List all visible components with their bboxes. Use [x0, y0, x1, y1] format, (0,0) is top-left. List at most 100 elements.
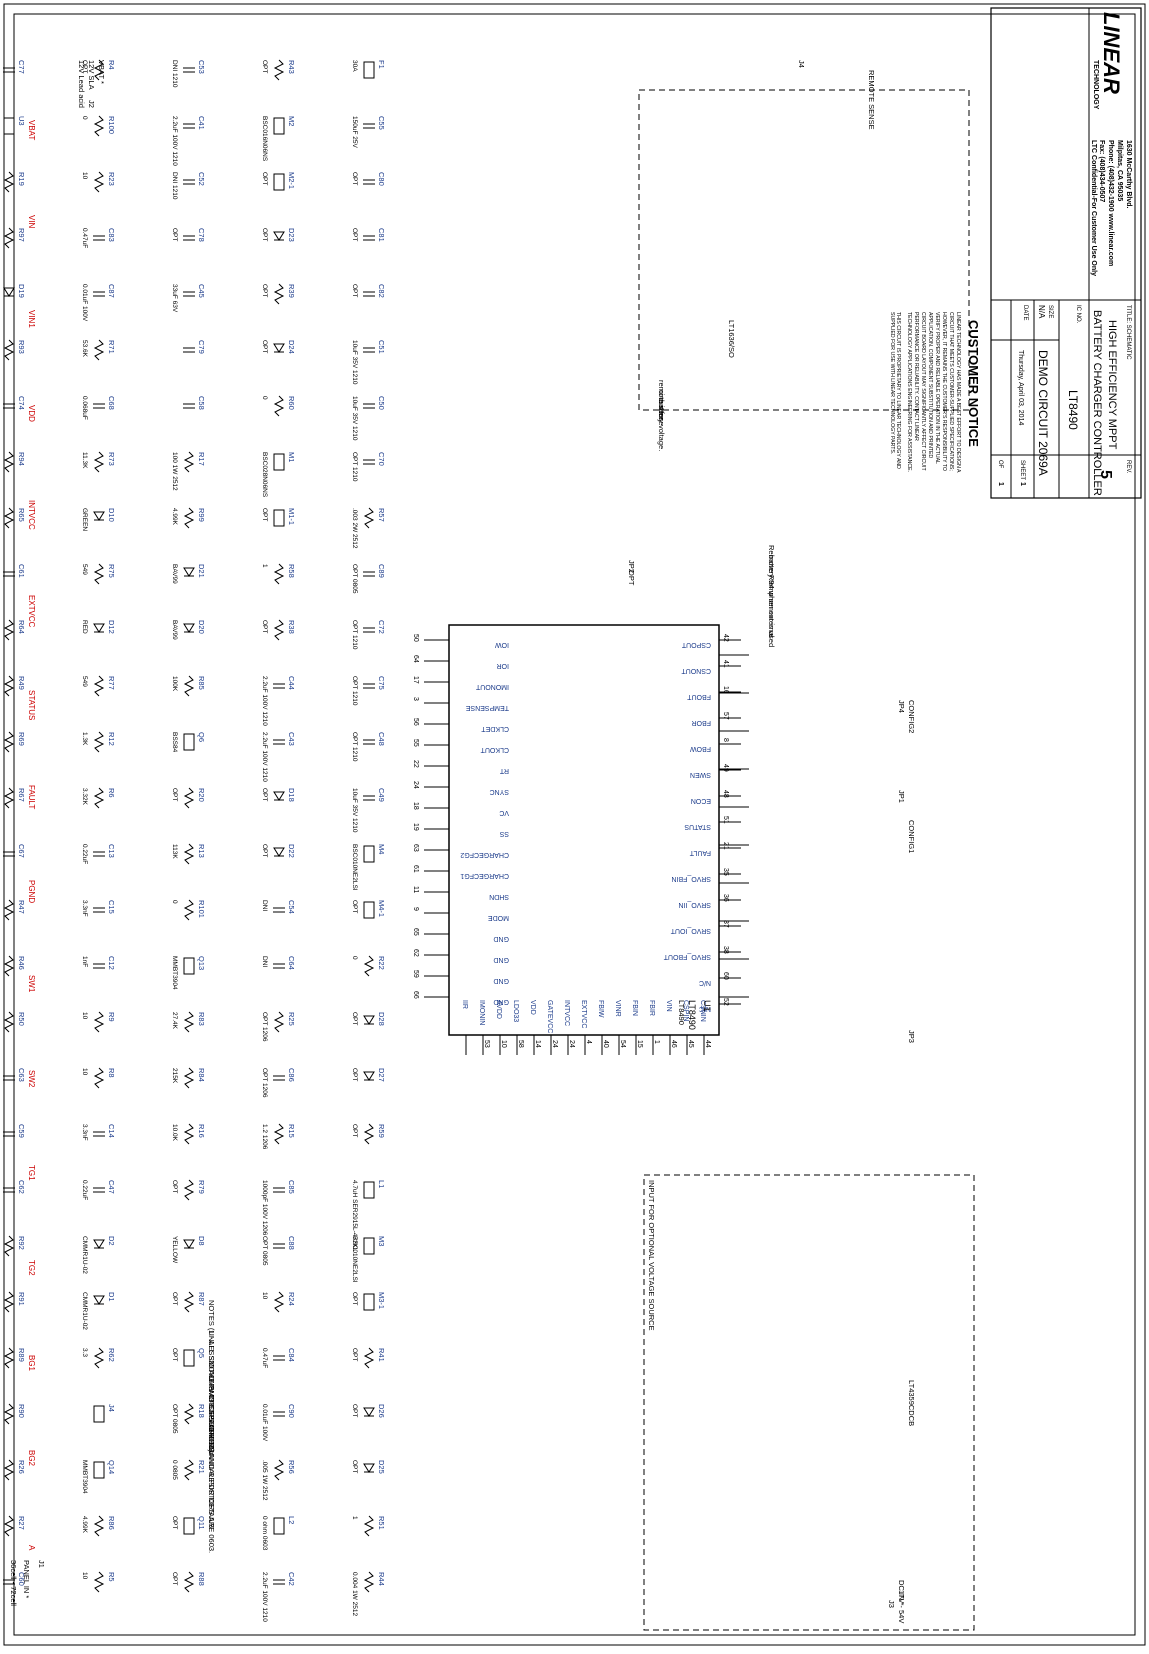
schematic-label: JP4 [897, 700, 906, 713]
schematic-label: 36cell - 72cell [9, 1560, 18, 1606]
component-ref: Q6 [197, 732, 206, 742]
component-ref: D26 [377, 1404, 386, 1418]
component-ref: R99 [197, 508, 206, 522]
ic-pin-name: IOW [495, 641, 509, 648]
component-value: OPT [261, 228, 268, 241]
component-ref: R58 [287, 564, 296, 578]
component-value: 0.068uF [81, 396, 88, 420]
component-value: 33uF 63V [171, 284, 178, 313]
component-value: 10 [81, 1012, 88, 1020]
component-ref: R19 [17, 172, 26, 186]
ic-pin-num: 55 [412, 739, 419, 747]
component-ref: D12 [107, 620, 116, 634]
schematic-label: PANEL IN * [22, 1560, 31, 1598]
component-value: OPT [171, 1516, 178, 1529]
schematic-label: 2.- ALL SMD CAPACITORS AND RESISTORS ARE… [207, 1360, 216, 1553]
component-ref: C58 [197, 396, 206, 410]
ic-pin-name: N/C [699, 1005, 711, 1012]
component-value: OPT [171, 1180, 178, 1193]
schematic-label: 17V - 54V [897, 1590, 906, 1623]
component-value: 2.2uF 100V 1210 [261, 1572, 268, 1622]
ic-pin-num: 44 [704, 1040, 711, 1048]
component-value: 1.2 1206 [261, 1124, 268, 1150]
title-line-2: BATTERY CHARGER CONTROLLER [1091, 310, 1103, 496]
ic-pin-num: 21 [722, 842, 729, 850]
component-value: 0 [261, 396, 268, 400]
ic-pin-name: GND [493, 998, 509, 1005]
component-ref: D25 [377, 1460, 386, 1474]
component-ref: C68 [107, 396, 116, 410]
component-ref: L2 [287, 1516, 296, 1524]
logo-wordmark: LINEAR [1099, 12, 1124, 94]
component-ref: R71 [107, 340, 116, 354]
component-ref: R97 [17, 228, 26, 242]
component-ref: D27 [377, 1068, 386, 1082]
date-label: DATE [1022, 305, 1028, 321]
component-ref: R6 [107, 788, 116, 798]
component-value: OPT [261, 284, 268, 297]
component-value: 10 [261, 1292, 268, 1300]
ic-u1-ref: U1 [702, 1000, 712, 1012]
component-value: 549 [81, 676, 88, 687]
ic-pin-num: 24 [568, 1040, 575, 1048]
component-ref: C61 [17, 564, 26, 578]
component-ref: C86 [287, 1068, 296, 1082]
component-value: OPT [171, 1572, 178, 1585]
ic-pin-num: 49 [722, 764, 729, 772]
logo-sub: TECHNOLOGY [1092, 60, 1099, 110]
ic-pin-num: 57 [722, 712, 729, 720]
component-ref: C83 [107, 228, 116, 242]
component-value: OPT 0805 [351, 564, 358, 594]
component-ref: C81 [377, 228, 386, 242]
component-ref: R16 [197, 1124, 206, 1138]
component-value: 0 0805 [171, 1460, 178, 1480]
component-ref: C47 [107, 1180, 116, 1194]
component-value: .005 1W 2512 [261, 1460, 268, 1501]
component-value: 0 [81, 116, 88, 120]
component-ref: C44 [287, 676, 296, 690]
component-ref: R9 [107, 1012, 116, 1022]
component-value: 0.47uF [261, 1348, 268, 1368]
ic-pin-num: 15 [636, 1040, 643, 1048]
address-line-3: Phone: (408)432-1900 www.linear.com [1107, 140, 1114, 266]
ic-pin-num: 22 [412, 760, 419, 768]
component-value: OPT [351, 1348, 358, 1361]
ic-pin-name: SRVO_FBIN [671, 875, 711, 882]
ic-pin-name: CLKOUT [480, 746, 509, 753]
ic-pin-name: FBOR [692, 719, 711, 726]
component-value: OPT [261, 60, 268, 73]
schematic-label: DC IN * [897, 1580, 906, 1606]
component-ref: M2-1 [287, 172, 296, 189]
ic-pin-num: 37 [722, 920, 729, 928]
component-value: DNI [261, 900, 268, 911]
component-value: OPT [351, 1404, 358, 1417]
component-value: MMBT3904 [171, 956, 178, 990]
schematic-label: remote sense [657, 380, 666, 425]
component-ref: C82 [377, 284, 386, 298]
ic-pin-num: 66 [412, 991, 419, 999]
address-line-2: Milpitas, CA 95035 [1116, 140, 1123, 201]
schematic-label: LT4359CDCB [907, 1380, 916, 1426]
ic-pin-name: ECON [691, 797, 711, 804]
component-ref: D22 [287, 844, 296, 858]
ic-pin-name: GND [493, 935, 509, 942]
component-ref: C13 [107, 844, 116, 858]
component-value: DNI 1210 [171, 60, 178, 88]
component-value: YELLOW [171, 1236, 178, 1264]
ic-pin-num: 65 [412, 928, 419, 936]
ic-pin-num: 17 [412, 676, 419, 684]
component-ref: M2 [287, 116, 296, 126]
component-value: OPT 0805 [171, 1404, 178, 1434]
component-value: 10uF 35V 1210 [351, 788, 358, 833]
component-ref: R100 [107, 116, 116, 134]
schematic-label: 1.- ALL SMD CAPACITORS ARE 16V. [207, 1330, 216, 1456]
ic-no: LT8490 [1066, 390, 1080, 430]
component-value: DNI [261, 956, 268, 967]
optional-source-box [643, 1174, 975, 1631]
schematic-label: VBAT * [97, 60, 106, 84]
component-ref: D10 [107, 508, 116, 522]
ic-pin-num: 24 [412, 781, 419, 789]
component-value: 10uF 35V 1210 [351, 396, 358, 441]
sheet-label: SHEET [1019, 460, 1025, 480]
net-label: EXTVCC [27, 595, 36, 628]
